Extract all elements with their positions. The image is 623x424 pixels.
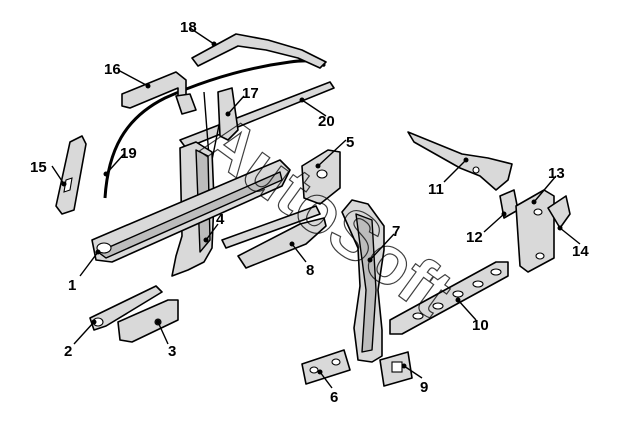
callout-8: 8 <box>306 262 314 279</box>
leader-dots <box>61 41 563 375</box>
callout-3: 3 <box>168 343 176 360</box>
callout-10: 10 <box>472 317 489 334</box>
callout-16: 16 <box>104 61 121 78</box>
callout-1: 1 <box>68 277 76 294</box>
callout-7: 7 <box>392 223 400 240</box>
callout-12: 12 <box>466 229 483 246</box>
callout-11: 11 <box>428 181 444 198</box>
part-18-roof-rail-top <box>191 33 327 69</box>
part-2-sill-reinforcement <box>89 285 163 331</box>
part-15-a-pillar-trim <box>55 135 87 215</box>
callout-4: 4 <box>216 211 225 228</box>
callout-15: 15 <box>30 159 47 176</box>
callout-6: 6 <box>330 389 338 406</box>
callout-20: 20 <box>318 113 335 130</box>
part-8-inner-sill-panel <box>237 217 327 269</box>
callout-19: 19 <box>120 145 137 162</box>
callout-2: 2 <box>64 343 72 360</box>
part-6-lower-plate <box>301 349 351 385</box>
part-14-small-bracket <box>547 195 571 229</box>
part-rail-bar <box>221 205 321 249</box>
callout-13: 13 <box>548 165 565 182</box>
callout-17: 17 <box>242 85 259 102</box>
callout-labels: 1 2 3 4 5 6 7 8 9 10 11 12 13 14 15 16 1… <box>30 19 589 406</box>
callout-14: 14 <box>572 243 589 260</box>
callout-18: 18 <box>180 19 197 36</box>
watermark-text: AutoSoft <box>189 101 466 331</box>
leader-lines <box>51 27 581 389</box>
callout-9: 9 <box>420 379 428 396</box>
part-3-lower-bracket <box>117 299 179 343</box>
part-11-rear-upper-panel <box>407 131 513 191</box>
callout-5: 5 <box>346 134 354 151</box>
part-20-roof-rail <box>179 81 335 149</box>
